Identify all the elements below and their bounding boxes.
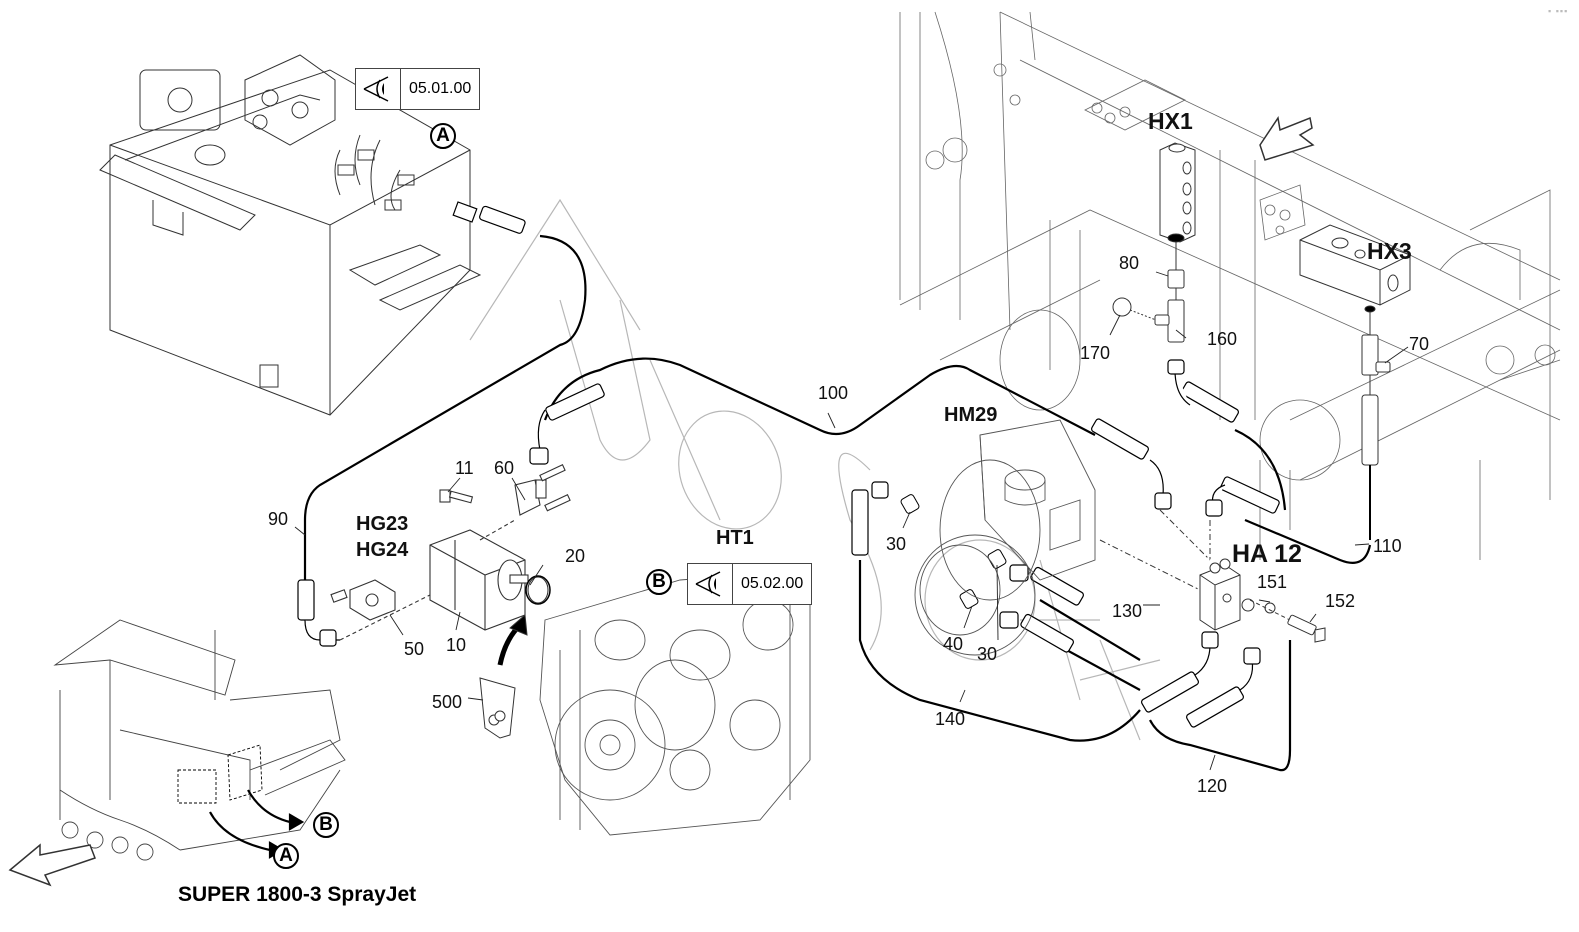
view-reference-b[interactable]: 05.02.00 bbox=[687, 563, 813, 605]
part-label-100: 100 bbox=[818, 383, 849, 403]
part-label-50: 50 bbox=[404, 639, 425, 659]
leader-lines bbox=[294, 271, 1409, 771]
corner-mark: ▪ ▪▪▪ bbox=[1548, 6, 1569, 16]
part-label-20: 20 bbox=[565, 546, 586, 566]
view-reference-a[interactable]: 05.01.00 bbox=[355, 68, 481, 110]
hose-120 bbox=[1149, 640, 1292, 772]
view-reference-code: 05.02.00 bbox=[741, 575, 804, 592]
part-label-60: 60 bbox=[494, 458, 515, 478]
part-label-110: 110 bbox=[1373, 536, 1402, 556]
part-label-11: 11 bbox=[455, 458, 474, 478]
part-label-151: 151 bbox=[1257, 572, 1288, 592]
transmission-ht1 bbox=[525, 569, 811, 836]
component-label-ha12: HA 12 bbox=[1232, 540, 1302, 568]
part-label-500: 500 bbox=[432, 692, 463, 712]
eye-view-icon bbox=[356, 69, 401, 109]
fittings bbox=[1112, 242, 1391, 540]
marker-b: B bbox=[646, 569, 672, 595]
hose-140 bbox=[858, 560, 1141, 742]
hoses bbox=[303, 234, 1372, 772]
component-label-ht1: HT1 bbox=[716, 527, 754, 549]
valve-ha12 bbox=[1099, 509, 1326, 643]
tool-bag-500 bbox=[479, 613, 528, 739]
marker-a: A bbox=[430, 123, 456, 149]
overview-marker-a: A bbox=[273, 843, 299, 869]
part-label-30b: 30 bbox=[977, 644, 998, 664]
hose-90 bbox=[303, 234, 587, 580]
pump-hg23-hg24 bbox=[330, 464, 571, 641]
component-label-hg23: HG23 bbox=[356, 513, 409, 535]
part-label-90: 90 bbox=[268, 509, 289, 529]
hose-fittings bbox=[297, 201, 1280, 728]
adapters bbox=[900, 494, 1007, 609]
valve-block-hx1 bbox=[1159, 142, 1196, 243]
part-label-140: 140 bbox=[935, 709, 966, 729]
watermark bbox=[469, 198, 1161, 741]
direction-arrow-icon bbox=[1259, 116, 1315, 161]
paver-overview bbox=[53, 619, 346, 861]
motor-hm29 bbox=[914, 419, 1096, 656]
overview-marker-b: B bbox=[313, 812, 339, 838]
part-label-120: 120 bbox=[1197, 776, 1228, 796]
component-label-hx3: HX3 bbox=[1367, 238, 1412, 264]
hose-100 bbox=[543, 357, 1096, 436]
eye-view-icon bbox=[688, 564, 733, 604]
part-label-70: 70 bbox=[1409, 334, 1430, 354]
hose-hx1 bbox=[1234, 428, 1287, 511]
view-reference-code: 05.01.00 bbox=[409, 80, 472, 97]
hydraulic-tank bbox=[99, 54, 482, 416]
component-label-hx1: HX1 bbox=[1148, 108, 1193, 134]
part-label-10: 10 bbox=[446, 635, 467, 655]
component-label-hm29: HM29 bbox=[944, 404, 998, 426]
part-label-80: 80 bbox=[1119, 253, 1140, 273]
part-label-30a: 30 bbox=[886, 534, 907, 554]
part-label-152: 152 bbox=[1325, 591, 1356, 611]
part-label-160: 160 bbox=[1207, 329, 1238, 349]
part-label-170: 170 bbox=[1080, 343, 1111, 363]
view-direction-arrow-icon bbox=[8, 843, 96, 887]
component-label-hg24: HG24 bbox=[356, 539, 409, 561]
machine-title: SUPER 1800-3 SprayJet bbox=[178, 883, 417, 906]
part-label-130: 130 bbox=[1112, 601, 1143, 621]
part-label-40: 40 bbox=[943, 634, 964, 654]
hose-110 bbox=[1244, 518, 1372, 564]
